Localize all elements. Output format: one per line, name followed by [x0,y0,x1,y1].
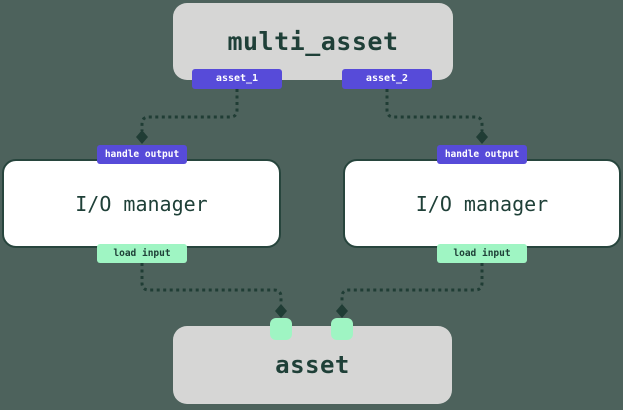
asset-input-port-2 [331,318,353,340]
edge-right-io-to-asset [340,263,484,304]
io-manager-node-left: I/O manager [2,159,281,248]
io-manager-node-right: I/O manager [343,159,621,248]
load-input-tag-left: load input [97,244,187,263]
output-tag-asset-2: asset_2 [342,69,432,89]
io-manager-left-label: I/O manager [75,191,208,216]
output-tag-asset-1-label: asset_1 [215,73,259,84]
load-input-tag-right: load input [437,244,527,263]
handle-output-tag-right: handle output [437,145,527,164]
io-manager-right-label: I/O manager [415,191,549,216]
handle-output-tag-right-label: handle output [444,148,520,160]
asset-node: asset [173,326,452,404]
multi-asset-node: multi_asset [173,3,453,80]
edge-left-io-to-asset [140,263,283,304]
output-tag-asset-1: asset_1 [192,69,282,89]
asset-label: asset [275,351,350,379]
load-input-tag-right-label: load input [453,247,511,259]
handle-output-tag-left: handle output [97,145,187,164]
load-input-tag-left-label: load input [113,247,171,259]
arrowhead-diamond-icon [275,304,287,318]
edge-asset1-to-left-io [140,89,239,131]
arrowhead-diamond-icon [136,130,148,144]
multi-asset-label: multi_asset [227,27,399,56]
handle-output-tag-left-label: handle output [104,148,180,160]
output-tag-asset-2-label: asset_2 [365,73,409,84]
edge-asset2-to-right-io [385,89,484,131]
asset-input-port-1 [270,318,292,340]
arrowhead-diamond-icon [336,304,348,318]
arrowhead-diamond-icon [476,130,488,144]
